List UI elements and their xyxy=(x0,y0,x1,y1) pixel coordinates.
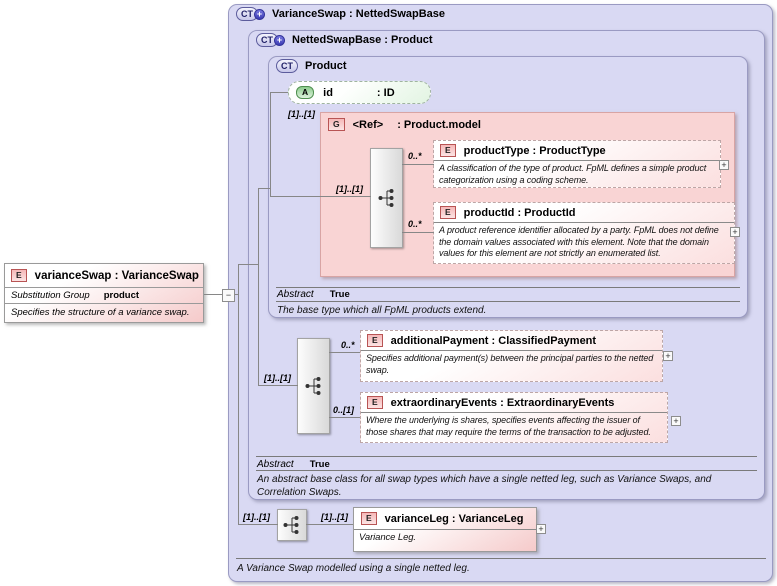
product-annotation: The base type which all FpML products ex… xyxy=(277,305,487,316)
element-annotation: Specifies additional payment(s) between … xyxy=(361,350,662,378)
element-annotation: A product reference identifier allocated… xyxy=(434,222,734,262)
ct-pill: CT xyxy=(236,7,258,21)
element-title: varianceSwap : VarianceSwap xyxy=(34,269,199,282)
product-ct-title: Product xyxy=(305,60,347,72)
element-annotation: Specifies the structure of a variance sw… xyxy=(5,303,203,321)
cardinality-label: [1]..[1] xyxy=(336,184,363,194)
sequence-icon xyxy=(378,189,393,207)
element-icon: E xyxy=(367,396,383,409)
expand-button-extraordinaryevents[interactable]: + xyxy=(671,416,681,426)
extension-plus-icon: + xyxy=(254,8,265,20)
connector-line xyxy=(270,92,288,93)
element-icon: E xyxy=(361,512,377,525)
complextype-icon: CT xyxy=(276,59,298,73)
connector-line xyxy=(238,524,278,525)
sequence-compositor[interactable] xyxy=(277,509,307,541)
element-annotation: Where the underlying is shares, specifie… xyxy=(361,412,667,440)
abstract-label: Abstract xyxy=(257,459,294,470)
connector-line xyxy=(270,196,371,197)
divider xyxy=(256,456,757,457)
expand-button-additionalpayment[interactable]: + xyxy=(663,351,673,361)
divider xyxy=(236,558,766,559)
nettedswapbase-abstract-row: Abstract True xyxy=(257,459,330,470)
global-element-varianceswap[interactable]: E varianceSwap : VarianceSwap Substituti… xyxy=(4,263,204,323)
complextype-extension-icon: CT + xyxy=(256,33,285,47)
connector-line xyxy=(258,188,259,386)
element-title: productId : ProductId xyxy=(463,206,576,219)
ct-pill: CT xyxy=(256,33,278,47)
abstract-value: True xyxy=(309,459,330,470)
divider xyxy=(256,470,757,471)
connector-line xyxy=(329,352,360,353)
element-annotation: A classification of the type of product.… xyxy=(434,160,720,188)
connector-line xyxy=(238,264,239,525)
connector-line xyxy=(329,417,360,418)
connector-line xyxy=(402,232,434,233)
cardinality-label: 0..* xyxy=(341,340,355,350)
cardinality-label: [1]..[1] xyxy=(243,512,270,522)
connector-line xyxy=(204,294,222,295)
abstract-value: True xyxy=(329,289,350,300)
element-extraordinaryevents[interactable]: E extraordinaryEvents : ExtraordinaryEve… xyxy=(360,392,668,443)
nettedswapbase-ct-title: NettedSwapBase : Product xyxy=(292,34,433,46)
divider xyxy=(276,301,740,302)
group-type: : Product.model xyxy=(397,118,481,131)
collapse-toggle[interactable]: − xyxy=(222,289,235,302)
attribute-name: id xyxy=(323,86,333,99)
nettedswapbase-annotation: An abstract base class for all swap type… xyxy=(257,474,712,498)
cardinality-label: 0..* xyxy=(408,219,422,229)
complextype-extension-icon: CT + xyxy=(236,7,265,21)
element-icon: E xyxy=(440,206,456,219)
nettedswapbase-ct-header[interactable]: CT + NettedSwapBase : Product xyxy=(256,33,433,47)
element-title: productType : ProductType xyxy=(463,144,606,157)
element-producttype[interactable]: E productType : ProductType A classifica… xyxy=(433,140,721,188)
element-title: extraordinaryEvents : ExtraordinaryEvent… xyxy=(390,396,615,409)
expand-button-producttype[interactable]: + xyxy=(719,160,729,170)
sequence-icon xyxy=(305,377,320,395)
cardinality-label: [1]..[1] xyxy=(264,373,291,383)
expand-button-varianceleg[interactable]: + xyxy=(536,524,546,534)
element-icon: E xyxy=(367,334,383,347)
substitution-group-label: Substitution Group xyxy=(11,290,90,301)
element-annotation: Variance Leg. xyxy=(354,529,536,546)
element-title: additionalPayment : ClassifiedPayment xyxy=(390,334,597,347)
element-icon: E xyxy=(440,144,456,157)
varianceswap-ct-title: VarianceSwap : NettedSwapBase xyxy=(272,8,446,20)
cardinality-label: 0..* xyxy=(408,151,422,161)
cardinality-label: [1]..[1] xyxy=(288,109,315,119)
element-icon: E xyxy=(11,269,27,282)
sequence-icon xyxy=(283,516,299,534)
connector-line xyxy=(235,294,239,295)
element-additionalpayment[interactable]: E additionalPayment : ClassifiedPayment … xyxy=(360,330,663,382)
product-abstract-row: Abstract True xyxy=(277,289,350,300)
connector-line xyxy=(258,188,271,189)
substitution-group-value: product xyxy=(103,290,140,301)
element-varianceleg[interactable]: E varianceLeg : VarianceLeg Variance Leg… xyxy=(353,507,537,552)
varianceswap-caption: A Variance Swap modelled using a single … xyxy=(237,563,470,574)
attribute-type: : ID xyxy=(376,86,395,99)
connector-line xyxy=(238,264,258,265)
connector-line xyxy=(306,524,353,525)
abstract-label: Abstract xyxy=(277,289,314,300)
expand-button-productid[interactable]: + xyxy=(730,227,740,237)
group-name: <Ref> xyxy=(352,118,384,131)
product-ct-header[interactable]: CT Product xyxy=(276,59,347,73)
extension-plus-icon: + xyxy=(274,34,285,46)
connector-line xyxy=(402,164,434,165)
varianceswap-ct-header[interactable]: CT + VarianceSwap : NettedSwapBase xyxy=(236,7,445,21)
sequence-compositor[interactable] xyxy=(297,338,330,434)
element-productid[interactable]: E productId : ProductId A product refere… xyxy=(433,202,735,264)
ct-pill: CT xyxy=(276,59,298,73)
attribute-icon: A xyxy=(296,86,315,99)
connector-line xyxy=(258,385,298,386)
cardinality-label: 0..[1] xyxy=(333,405,355,415)
connector-line xyxy=(270,92,271,197)
divider xyxy=(276,287,740,288)
sequence-compositor[interactable] xyxy=(370,148,403,248)
cardinality-label: [1]..[1] xyxy=(321,512,348,522)
attribute-id[interactable]: A id : ID xyxy=(288,81,431,104)
element-title: varianceLeg : VarianceLeg xyxy=(384,512,524,525)
group-icon: G xyxy=(328,118,345,131)
